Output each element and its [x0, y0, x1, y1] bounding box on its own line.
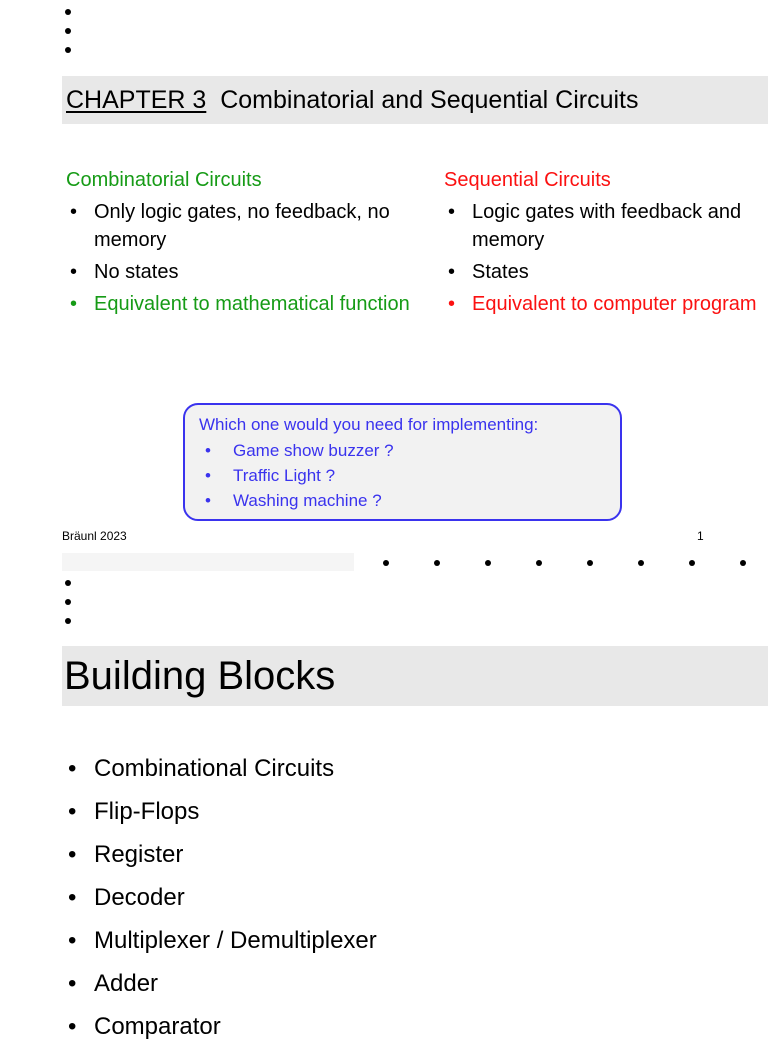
- column-combinatorial: Combinatorial Circuits Only logic gates,…: [62, 168, 412, 322]
- slide-1-title-band: CHAPTER 3 Combinatorial and Sequential C…: [62, 76, 768, 124]
- list-item: Only logic gates, no feedback, no memory: [62, 198, 412, 254]
- column-heading-sequential: Sequential Circuits: [444, 169, 611, 191]
- combinatorial-bullet-list: Only logic gates, no feedback, no memory…: [62, 198, 412, 318]
- marker-dot: [65, 599, 71, 605]
- slide-1-marker-dots: [62, 0, 102, 66]
- building-blocks-list: Combinational Circuits Flip-Flops Regist…: [62, 747, 682, 1048]
- list-item: Equivalent to computer program: [440, 290, 768, 318]
- question-callout-box: Which one would you need for implementin…: [183, 403, 622, 521]
- marker-dot: [65, 618, 71, 624]
- separator-dot: [587, 560, 593, 566]
- marker-dot: [65, 47, 71, 53]
- list-item: Adder: [62, 962, 682, 1005]
- footer-author: Bräunl 2023: [62, 529, 127, 543]
- separator-dot: [638, 560, 644, 566]
- list-item: Register: [62, 833, 682, 876]
- marker-dot: [65, 580, 71, 586]
- callout-question: Which one would you need for implementin…: [199, 415, 539, 434]
- page-title: Building Blocks: [64, 653, 336, 698]
- list-item: Logic gates with feedback and memory: [440, 198, 768, 254]
- list-item: Decoder: [62, 876, 682, 919]
- slide-2: Building Blocks Combinational Circuits F…: [0, 575, 768, 1048]
- separator-dot: [434, 560, 440, 566]
- separator-dot: [689, 560, 695, 566]
- list-item: Flip-Flops: [62, 790, 682, 833]
- separator-dot: [536, 560, 542, 566]
- slide-separator: [0, 553, 768, 575]
- slide-2-title-band: Building Blocks: [62, 646, 768, 706]
- marker-dot: [65, 9, 71, 15]
- column-sequential: Sequential Circuits Logic gates with fee…: [440, 168, 768, 322]
- slide-2-marker-dots: [62, 580, 102, 637]
- separator-dot: [383, 560, 389, 566]
- marker-dot: [65, 28, 71, 34]
- list-item: No states: [62, 258, 412, 286]
- slide-1-footer: Bräunl 2023 1: [62, 529, 768, 547]
- separator-grey-bar: [62, 553, 354, 571]
- list-item: Comparator: [62, 1005, 682, 1048]
- slide-document: CHAPTER 3 Combinatorial and Sequential C…: [0, 0, 768, 1024]
- separator-dot: [740, 560, 746, 566]
- list-item: States: [440, 258, 768, 286]
- sequential-bullet-list: Logic gates with feedback and memory Sta…: [440, 198, 768, 318]
- separator-dot-row: [380, 560, 768, 568]
- footer-page-number: 1: [697, 529, 704, 543]
- list-item: Multiplexer / Demultiplexer: [62, 919, 682, 962]
- column-heading-combinatorial: Combinatorial Circuits: [66, 169, 262, 191]
- chapter-title-text: Combinatorial and Sequential Circuits: [206, 85, 639, 114]
- callout-bullet-list: Game show buzzer ? Traffic Light ? Washi…: [199, 438, 620, 513]
- separator-dot: [485, 560, 491, 566]
- chapter-label: CHAPTER 3: [66, 85, 207, 114]
- slide-1: CHAPTER 3 Combinatorial and Sequential C…: [0, 0, 768, 585]
- list-item: Game show buzzer ?: [199, 438, 620, 463]
- list-item: Combinational Circuits: [62, 747, 682, 790]
- list-item: Traffic Light ?: [199, 463, 620, 488]
- list-item: Equivalent to mathematical function: [62, 290, 412, 318]
- list-item: Washing machine ?: [199, 488, 620, 513]
